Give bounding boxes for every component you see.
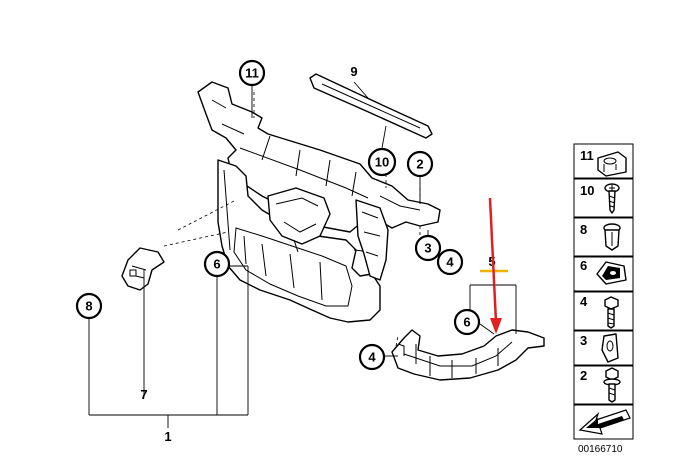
bracket-clip-icon — [601, 333, 619, 363]
svg-text:8: 8 — [85, 299, 92, 314]
torx-screw-icon — [604, 183, 620, 214]
svg-text:10: 10 — [375, 155, 389, 170]
legend-number-3: 3 — [580, 333, 587, 348]
callout-11: 11 — [238, 59, 266, 87]
hex-bolt-icon — [604, 296, 619, 329]
callout-6-left: 6 — [203, 250, 231, 278]
expanding-rivet-icon — [603, 223, 621, 251]
svg-text:11: 11 — [245, 66, 259, 81]
diagram-id: 00166710 — [578, 444, 623, 455]
svg-text:6: 6 — [213, 257, 220, 272]
callout-10: 10 — [367, 147, 397, 177]
leader-lines — [88, 81, 517, 428]
legend-number-11: 11 — [580, 148, 594, 163]
svg-text:6: 6 — [463, 315, 470, 330]
callout-4-lower: 4 — [358, 343, 386, 371]
highlight-arrow — [488, 197, 502, 334]
callout-1: 1 — [164, 429, 171, 444]
legend-number-2: 2 — [580, 368, 587, 383]
front-panel-carrier — [197, 81, 441, 323]
svg-text:2: 2 — [416, 157, 423, 172]
callout-8: 8 — [75, 292, 103, 320]
callout-7: 7 — [140, 387, 147, 402]
callout-4-upper: 4 — [436, 248, 464, 276]
direction-arrow-icon — [578, 409, 631, 435]
side-bracket — [121, 247, 165, 291]
callout-9: 9 — [350, 64, 357, 79]
legend-number-10: 10 — [580, 183, 594, 198]
legend-number-4: 4 — [580, 294, 588, 309]
svg-text:4: 4 — [368, 350, 376, 365]
clip-nut-icon — [597, 151, 627, 177]
legend-number-6: 6 — [580, 258, 587, 273]
callout-2: 2 — [406, 150, 434, 178]
headlight-bracket — [391, 329, 545, 381]
legend-number-8: 8 — [580, 222, 587, 237]
svg-text:3: 3 — [424, 241, 431, 256]
speed-nut-icon — [596, 261, 627, 285]
callout-3: 3 — [414, 234, 442, 262]
fastener-legend: 11 10 8 6 4 3 2 — [573, 143, 634, 455]
svg-text:4: 4 — [446, 255, 454, 270]
flange-bolt-icon — [603, 367, 621, 403]
callout-6-right: 6 — [453, 308, 481, 336]
